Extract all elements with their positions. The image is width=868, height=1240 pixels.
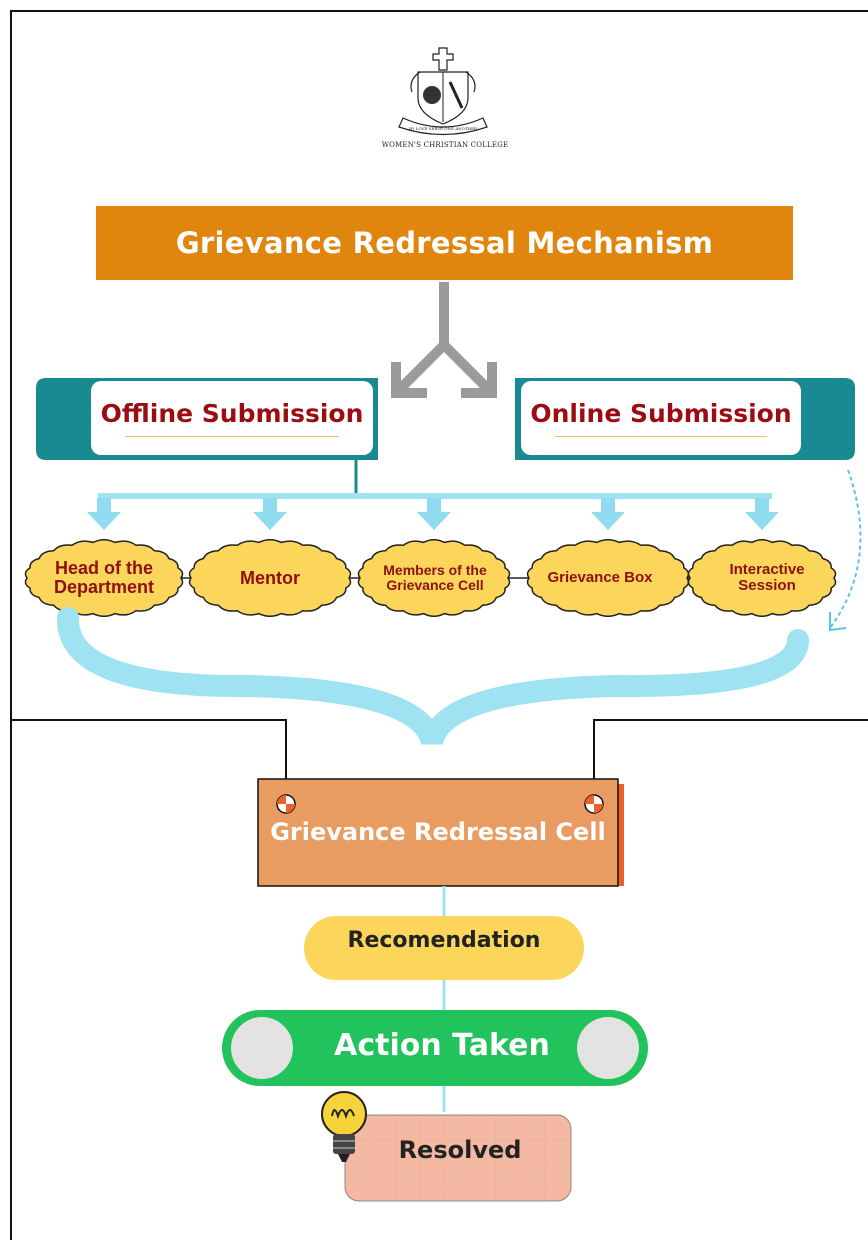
recommendation-pill [304, 916, 584, 980]
down-arrow-icon [253, 498, 287, 530]
offline-submission-box: Offline Submission [91, 381, 373, 455]
action-taken-label: Action Taken [334, 1028, 550, 1063]
page-frame [10, 10, 868, 1240]
down-split-arrow-icon [391, 282, 497, 398]
online-submission-box: Online Submission [521, 381, 801, 455]
online-underline [554, 436, 768, 437]
online-submission-label: Online Submission [530, 399, 792, 428]
curly-brace-icon [57, 607, 809, 746]
channel-bubble [357, 538, 511, 618]
resolved-label: Resolved [398, 1136, 522, 1164]
resolved-card [344, 1114, 572, 1202]
channel-bubble [687, 538, 837, 618]
lightbulb-icon [321, 1091, 367, 1162]
college-name: WOMEN'S CHRISTIAN COLLEGE [381, 141, 509, 149]
title-banner: Grievance Redressal Mechanism [96, 206, 793, 280]
redressal-cell-label: Grievance Redressal Cell [270, 818, 606, 846]
college-crest-icon: BY LOVE SERVE ONE ANOTHER [398, 47, 488, 136]
channel-bubble [24, 538, 184, 618]
offline-submission-label: Offline Submission [100, 399, 364, 428]
distribution-lines [98, 460, 772, 499]
page-title: Grievance Redressal Mechanism [175, 226, 714, 260]
crest-motto: BY LOVE SERVE ONE ANOTHER [409, 126, 478, 131]
down-arrow-icon [591, 498, 625, 530]
channel-bubble [526, 538, 690, 618]
offline-underline [124, 436, 340, 437]
down-arrow-icon [417, 498, 451, 530]
channel-label: Members of the Grievance Cell [383, 562, 487, 593]
channel-label: Mentor [240, 567, 300, 588]
pin-icon [276, 794, 296, 814]
channel-label: Grievance Box [547, 569, 653, 587]
channel-label: Interactive Session [729, 561, 805, 594]
channel-bubble [188, 538, 352, 618]
action-taken-pill [222, 1010, 648, 1086]
pin-icon [584, 794, 604, 814]
down-arrow-icon [87, 498, 121, 530]
channel-label: Head of the Department [53, 558, 155, 597]
redressal-cell-board [257, 778, 624, 887]
recommendation-label: Recomendation [347, 928, 541, 953]
curved-arrow-icon [829, 469, 862, 632]
down-arrow-icon [745, 498, 779, 530]
divider-lines [10, 719, 868, 798]
